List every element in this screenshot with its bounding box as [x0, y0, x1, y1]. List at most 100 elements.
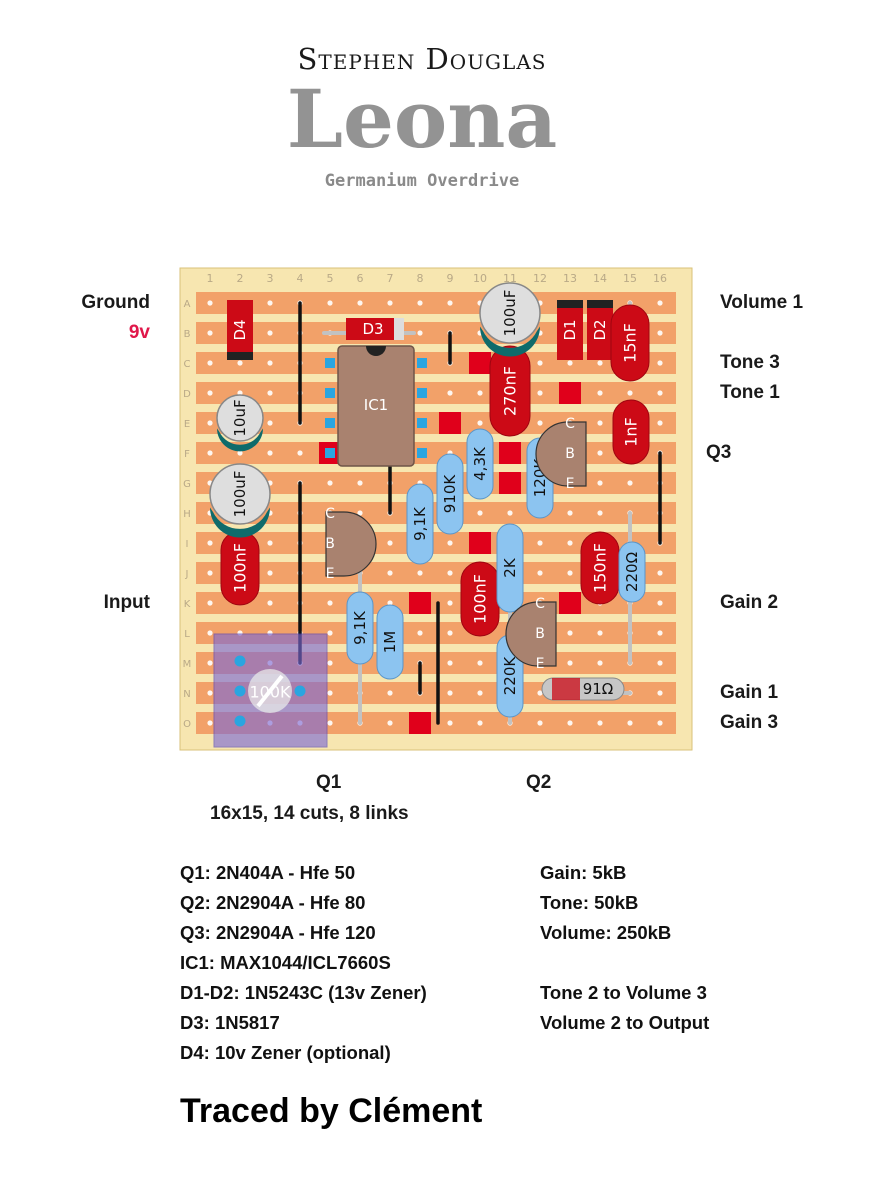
- diode-d3-body: [346, 318, 404, 340]
- column-number: 2: [237, 272, 244, 285]
- traced-by: Traced by Clément: [180, 1092, 483, 1130]
- diode-d4-label: D4: [231, 319, 249, 340]
- strip-hole: [657, 720, 663, 726]
- strip-hole: [357, 300, 363, 306]
- resistor-9k1-low-body: [346, 591, 374, 665]
- row-letter: B: [184, 329, 191, 340]
- gain-pot-wiper: [256, 674, 284, 708]
- strip-hole: [207, 420, 213, 426]
- strip-hole: [657, 360, 663, 366]
- strip-hole: [207, 330, 213, 336]
- ic-pin: [417, 358, 427, 368]
- strip-hole: [207, 360, 213, 366]
- diode-d2-body: [587, 300, 613, 360]
- strip-hole: [447, 570, 453, 576]
- strip-hole: [597, 390, 603, 396]
- ic-pin: [417, 448, 427, 458]
- strip-hole: [387, 540, 393, 546]
- label-gain-2: Gain 2: [720, 592, 779, 613]
- strip-hole: [207, 570, 213, 576]
- diode-d3-label: D3: [362, 320, 383, 338]
- strip-hole: [267, 390, 273, 396]
- strip-hole: [267, 360, 273, 366]
- transistor-q2-body: [505, 601, 557, 667]
- strip-hole: [537, 360, 543, 366]
- ic-notch: [366, 346, 386, 356]
- strip-hole: [627, 390, 633, 396]
- diode-d1-body: [557, 300, 583, 360]
- ic-pin: [325, 418, 335, 428]
- column-number: 6: [357, 272, 364, 285]
- ecap-10uf-stripe: [217, 428, 263, 452]
- diode-band: [227, 352, 253, 360]
- track-cut: [499, 472, 521, 494]
- label-input: Input: [103, 592, 150, 613]
- strip-hole: [477, 390, 483, 396]
- strip-hole: [477, 660, 483, 666]
- strip-hole: [267, 570, 273, 576]
- strip-hole: [327, 690, 333, 696]
- column-number: 8: [417, 272, 424, 285]
- column-number: 3: [267, 272, 274, 285]
- diode-band: [394, 318, 404, 340]
- resistor-910k-body: [436, 453, 464, 535]
- copper-strip: [196, 562, 676, 584]
- row-letter: C: [184, 359, 191, 370]
- transistor-q2-pin-b: B: [535, 626, 545, 642]
- strip-hole: [297, 450, 303, 456]
- cap-150nf-label: 150nF: [591, 543, 610, 593]
- strip-hole: [657, 330, 663, 336]
- column-number: 15: [623, 272, 637, 285]
- strip-hole: [447, 390, 453, 396]
- strip-hole: [447, 630, 453, 636]
- strip-hole: [447, 300, 453, 306]
- resistor-9k1-low-label: 9,1K: [351, 610, 369, 645]
- bom-line: Volume: 250kB: [540, 922, 672, 943]
- strip-hole: [387, 600, 393, 606]
- label-tone-1: Tone 1: [720, 382, 780, 403]
- ic-pin: [417, 388, 427, 398]
- strip-hole: [597, 420, 603, 426]
- row-letter: G: [183, 479, 191, 490]
- strip-hole: [327, 300, 333, 306]
- transistor-q3-pin-b: B: [565, 446, 575, 462]
- cap-270nf-body: [489, 345, 531, 437]
- strip-hole: [567, 570, 573, 576]
- gain-pot-label: 100K: [249, 683, 291, 702]
- strip-hole: [567, 660, 573, 666]
- resistor-4k3-body: [466, 428, 494, 500]
- copper-strip: [196, 382, 676, 404]
- strip-hole: [417, 570, 423, 576]
- strip-hole: [657, 690, 663, 696]
- row-letter: E: [184, 419, 190, 430]
- strip-hole: [597, 450, 603, 456]
- resistor-91-band: [552, 678, 580, 700]
- bom-line: [540, 952, 709, 982]
- strip-hole: [207, 540, 213, 546]
- label-q2: Q2: [526, 772, 552, 793]
- label-q1: Q1: [316, 772, 342, 793]
- track-cut: [439, 412, 461, 434]
- resistor-1m-label: 1M: [381, 631, 399, 654]
- label-9v: 9v: [128, 322, 150, 343]
- resistor-910k-label: 910K: [441, 474, 459, 514]
- strip-hole: [657, 600, 663, 606]
- bom-line: Q1: 2N404A - Hfe 50: [180, 862, 356, 883]
- label-tone-3: Tone 3: [720, 352, 780, 373]
- bom-line: Q3: 2N2904A - Hfe 120: [180, 922, 376, 943]
- resistor-9k1-top-body: [406, 483, 434, 565]
- column-number: 9: [447, 272, 454, 285]
- diode-d1-label: D1: [561, 319, 579, 340]
- label-q3: Q3: [706, 442, 732, 463]
- ic-pin: [325, 388, 335, 398]
- resistor-2k-label: 2K: [501, 557, 519, 578]
- strip-hole: [477, 420, 483, 426]
- resistor-1m-body: [376, 604, 404, 680]
- strip-hole: [387, 300, 393, 306]
- strip-hole: [567, 720, 573, 726]
- strip-hole: [567, 360, 573, 366]
- column-number: 4: [297, 272, 304, 285]
- row-letter: D: [183, 389, 191, 400]
- column-number: 14: [593, 272, 607, 285]
- ecap-10uf-label: 10uF: [231, 399, 249, 436]
